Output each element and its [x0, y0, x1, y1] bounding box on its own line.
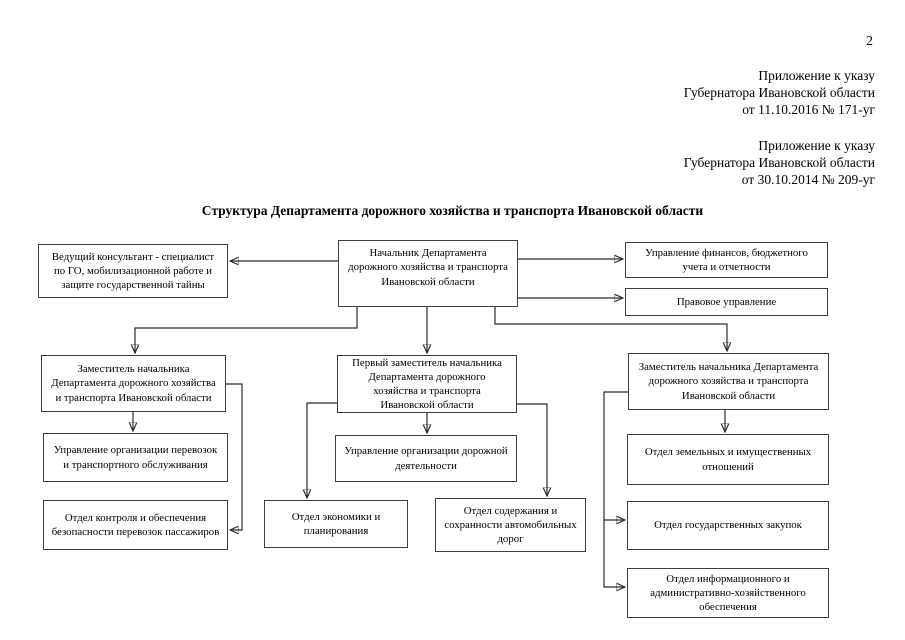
- connector-first-deputy-to-economics: [307, 402, 337, 498]
- org-box-safety-control-dept: Отдел контроля и обеспечения безопасност…: [43, 500, 228, 550]
- org-box-lead-consultant: Ведущий консультант - специалист по ГО, …: [38, 244, 228, 298]
- page-title: Структура Департамента дорожного хозяйст…: [201, 203, 704, 218]
- annex-1-line-3: от 11.10.2016 № 171-уг: [742, 102, 875, 117]
- connector-deputy-left-to-safety: [226, 383, 243, 530]
- annex-reference-2: Приложение к указу Губернатора Ивановско…: [684, 137, 875, 188]
- org-box-road-activity-directorate: Управление организации дорожной деятельн…: [335, 435, 517, 482]
- annex-2-line-3: от 30.10.2014 № 209-уг: [741, 172, 875, 187]
- annex-1-line-1: Приложение к указу: [758, 68, 875, 83]
- connector-deputy-right-to-it-admin: [603, 520, 625, 587]
- org-box-first-deputy-head: Первый заместитель начальника Департамен…: [337, 355, 517, 413]
- org-box-finance-directorate: Управление финансов, бюджетного учета и …: [625, 242, 828, 278]
- org-box-land-property-dept: Отдел земельных и имущественных отношени…: [627, 434, 829, 485]
- connector-deputy-right-to-procurement: [603, 391, 628, 520]
- org-box-road-maintenance-dept: Отдел содержания и сохранности автомобил…: [435, 498, 586, 552]
- connector-head-to-deputy-left: [135, 307, 358, 353]
- connector-first-deputy-to-maintenance: [517, 403, 547, 496]
- org-box-it-admin-dept: Отдел информационного и административно-…: [627, 568, 829, 618]
- org-box-transport-directorate: Управление организации перевозок и транс…: [43, 433, 228, 482]
- annex-2-line-1: Приложение к указу: [758, 138, 875, 153]
- page-number: 2: [866, 34, 873, 49]
- annex-1-line-2: Губернатора Ивановской области: [683, 85, 875, 100]
- annex-2-line-2: Губернатора Ивановской области: [683, 155, 875, 170]
- org-box-department-head: Начальник Департамента дорожного хозяйст…: [338, 240, 518, 307]
- org-box-deputy-head-left: Заместитель начальника Департамента доро…: [41, 355, 226, 412]
- annex-reference-1: Приложение к указу Губернатора Ивановско…: [684, 67, 875, 118]
- org-box-deputy-head-right: Заместитель начальника Департамента доро…: [628, 353, 829, 410]
- org-box-procurement-dept: Отдел государственных закупок: [627, 501, 829, 550]
- org-box-legal-directorate: Правовое управление: [625, 288, 828, 316]
- org-box-economics-dept: Отдел экономики и планирования: [264, 500, 408, 548]
